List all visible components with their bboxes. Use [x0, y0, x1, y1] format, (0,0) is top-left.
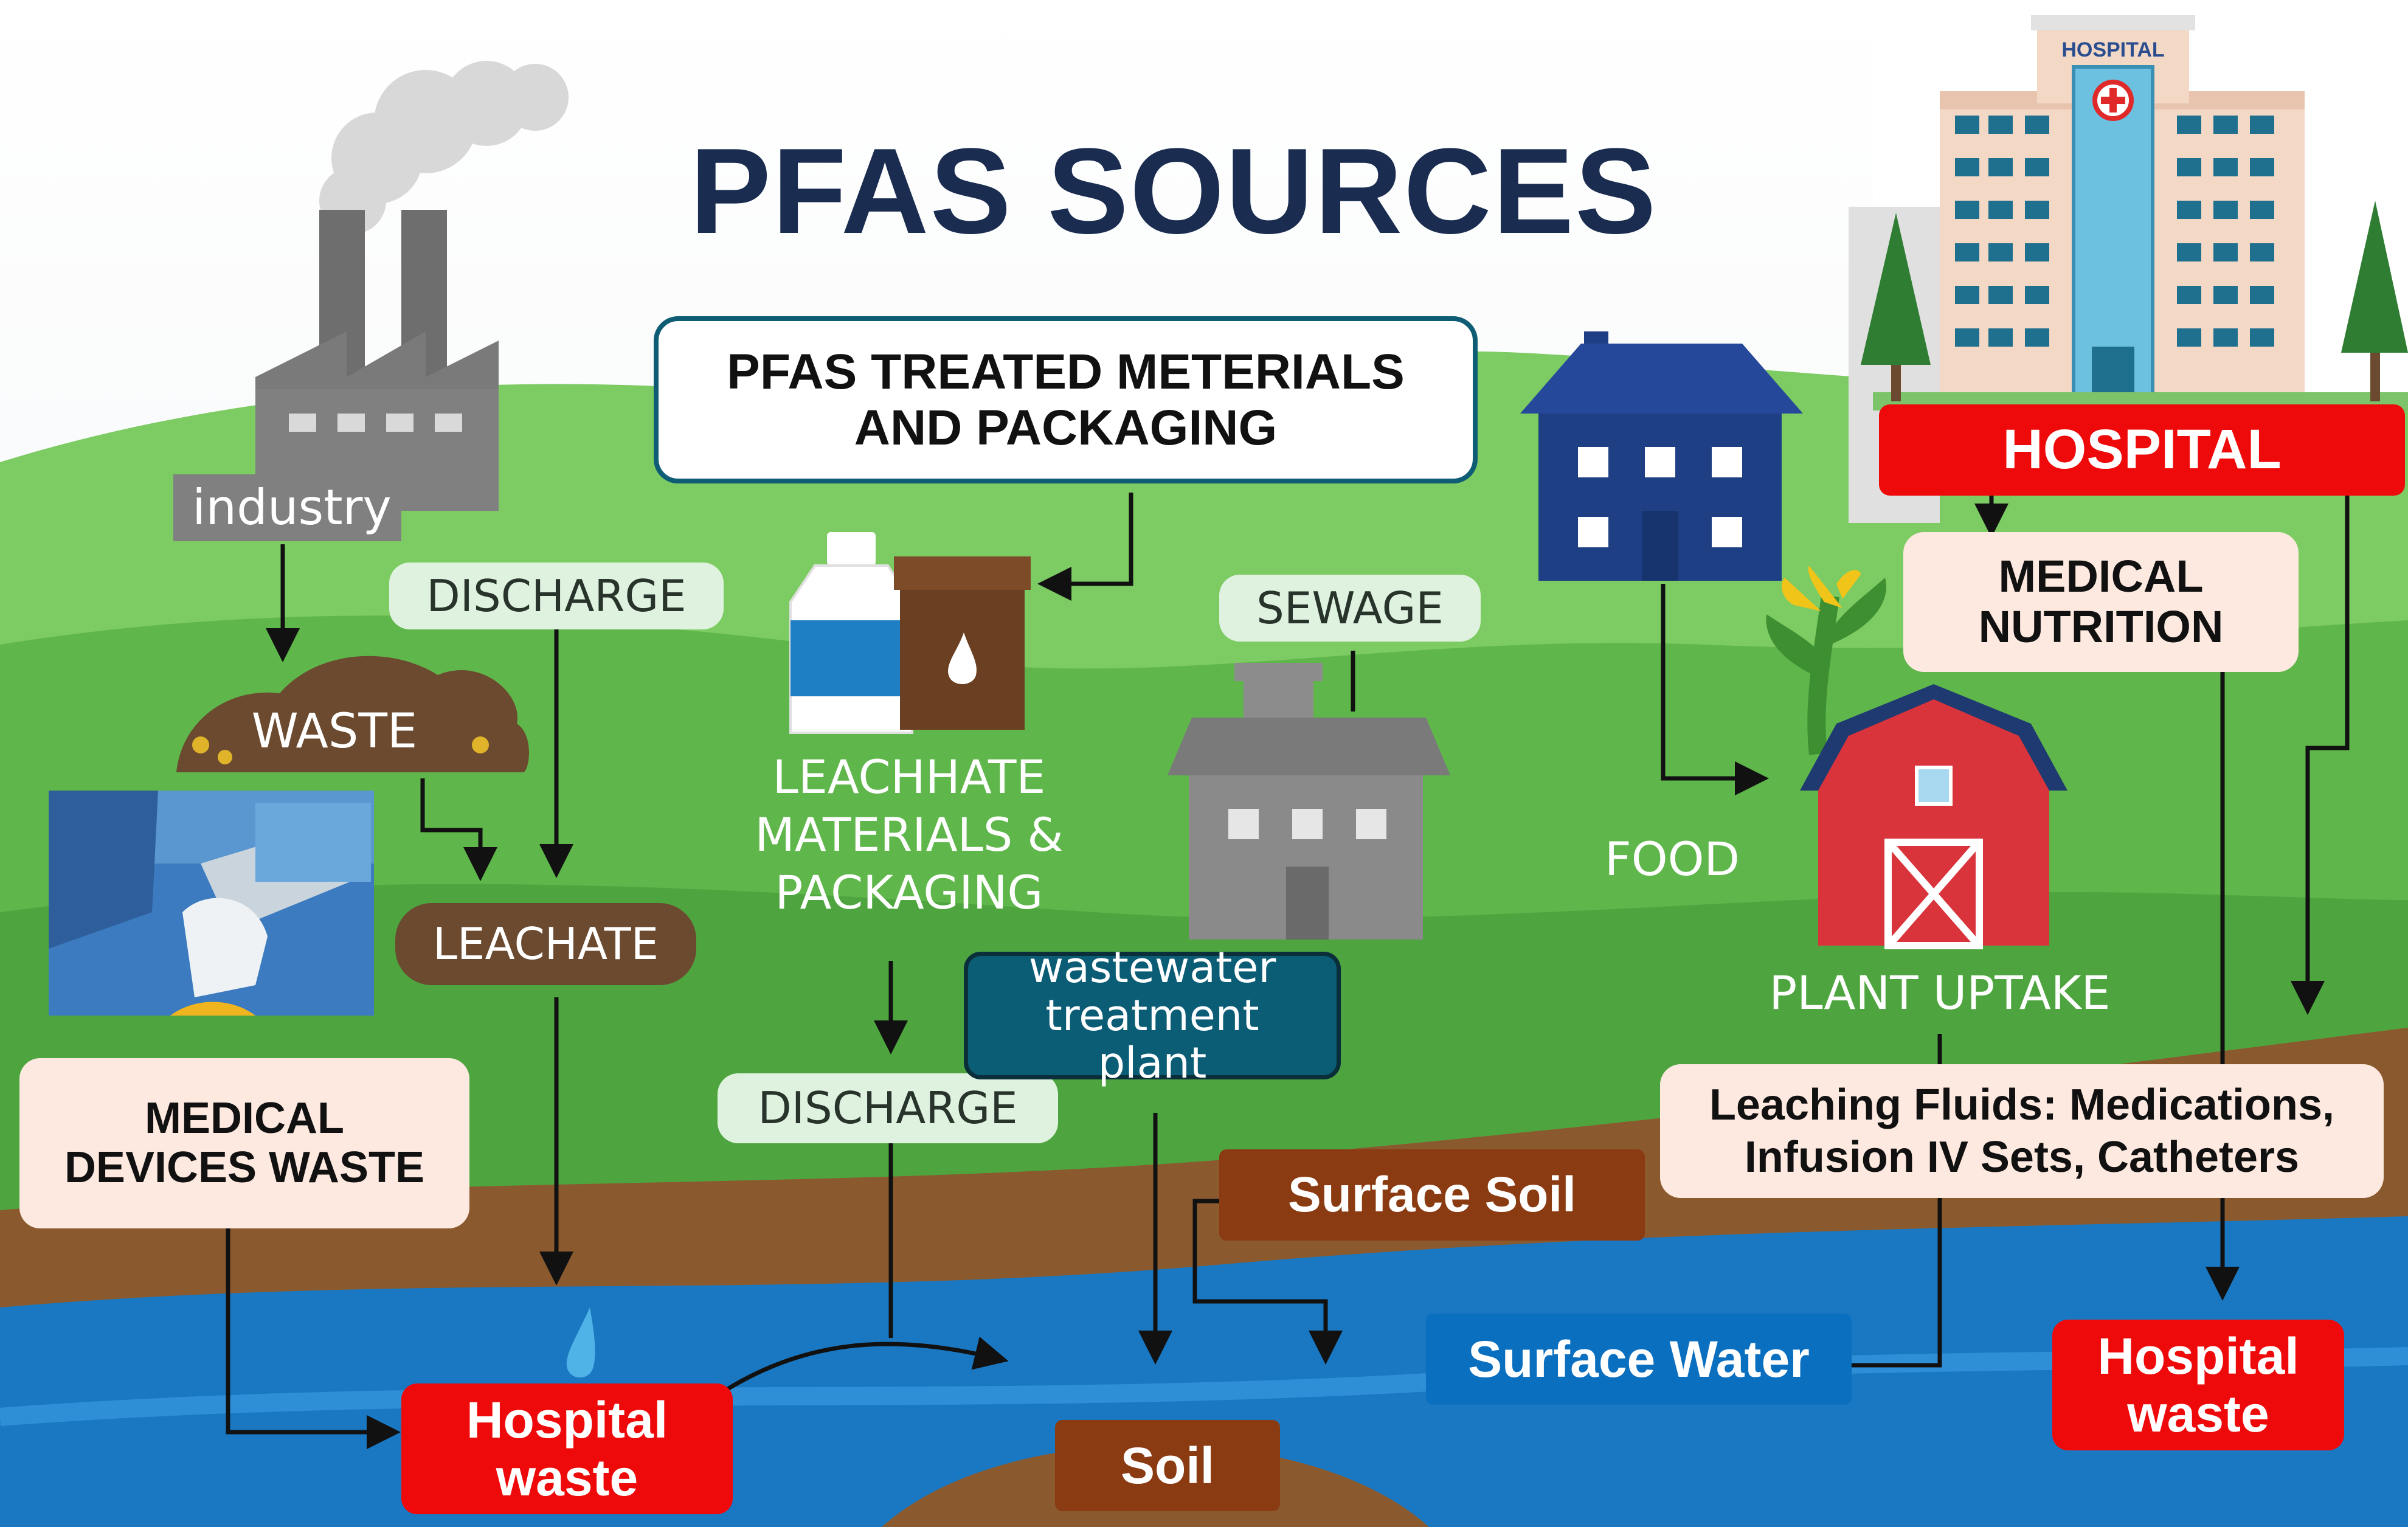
sewage-label: SEWAGE	[1219, 575, 1481, 642]
discharge-label-top: DISCHARGE	[389, 563, 724, 629]
soil-label: Soil	[1055, 1420, 1280, 1511]
food-label: FOOD	[1605, 832, 1740, 886]
water-drop-icon	[566, 1307, 595, 1378]
arrow-devices-to-hospital-waste	[226, 1228, 401, 1449]
tree-icon	[1861, 201, 2408, 401]
arrow-flow-curve	[725, 1336, 1009, 1391]
hospital-label: HOSPITAL	[1879, 404, 2405, 496]
leaching-fluids-label: Leaching Fluids: Medications, Infusion I…	[1660, 1064, 2384, 1198]
factory-icon	[173, 210, 499, 541]
medical-devices-waste-label: MEDICAL DEVICES WASTE	[19, 1058, 469, 1228]
barn-icon	[1800, 684, 2067, 949]
medical-photo-icon	[49, 791, 374, 1016]
treated-materials-callout: PFAS TREATED METERIALS AND PACKAGING	[654, 316, 1478, 483]
discharge-label-bottom: DISCHARGE	[718, 1073, 1058, 1143]
medical-nutrition-label: MEDICAL NUTRITION	[1903, 532, 2299, 672]
arrow-hospital-right	[2291, 496, 2350, 1015]
hospital-waste-left-label: Hospital waste	[401, 1383, 733, 1514]
package-icon	[894, 556, 1031, 730]
hospital-building-sign: HOSPITAL	[2061, 38, 2165, 61]
hospital-building-icon	[1849, 0, 2408, 523]
treatment-building-icon	[1168, 663, 1450, 940]
corn-icon	[1766, 566, 1886, 755]
surface-soil-label: Surface Soil	[1219, 1149, 1645, 1241]
leachate-label: LEACHATE	[395, 903, 696, 985]
arrow-house-to-barn	[1661, 584, 1769, 795]
house-icon	[1520, 331, 1803, 581]
arrow-surface-soil-branch	[1192, 1199, 1343, 1365]
industry-label: industry	[192, 479, 392, 536]
bottle-icon	[789, 532, 913, 734]
wastewater-plant-label: wastewater treatment plant	[964, 944, 1341, 1087]
hospital-waste-right-label: Hospital waste	[2052, 1320, 2344, 1450]
waste-pile-icon	[176, 656, 529, 772]
arrow-callout-to-packaging	[1037, 493, 1133, 601]
surface-water-label: Surface Water	[1426, 1314, 1852, 1405]
page-title: PFAS SOURCES	[690, 123, 1658, 259]
plant-uptake-label: PLANT UPTAKE	[1769, 966, 2111, 1020]
leachate-materials-label: LEACHHATE MATERIALS & PACKAGING	[755, 750, 1064, 919]
waste-label: WASTE	[251, 704, 418, 759]
arrow-waste-to-leachate	[420, 778, 497, 881]
